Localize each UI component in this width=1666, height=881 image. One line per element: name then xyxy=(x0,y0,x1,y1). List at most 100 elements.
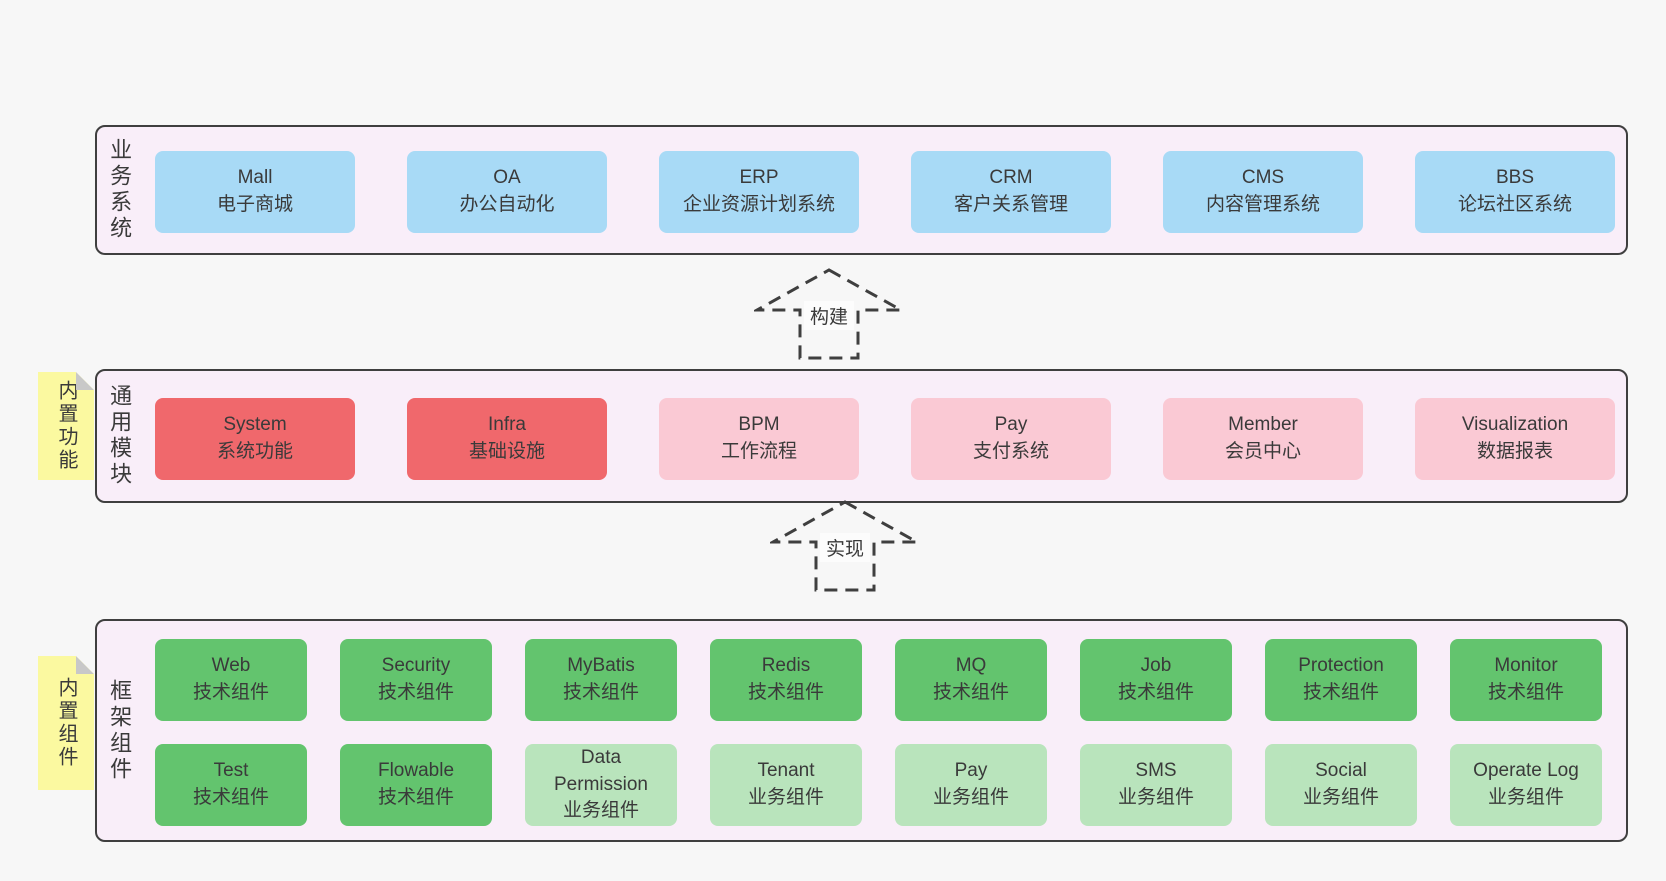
node-subtitle: 业务组件 xyxy=(1302,787,1379,808)
node-security: Security 技术组件 xyxy=(340,639,492,721)
node-subtitle: 办公自动化 xyxy=(459,194,555,215)
implement-arrow-label: 实现 xyxy=(819,533,871,562)
node-subtitle: 业务组件 xyxy=(562,800,639,822)
node-title: Member xyxy=(1228,414,1298,436)
band-framework-components: 框架组件 Web 技术组件 Security 技术组件 MyBatis 技术组件… xyxy=(95,619,1628,842)
node-mq: MQ 技术组件 xyxy=(895,639,1047,721)
node-title: CRM xyxy=(989,167,1033,189)
node-subtitle: 会员中心 xyxy=(1224,441,1301,462)
framework-row-2: Test 技术组件 Flowable 技术组件 Data Permission … xyxy=(155,744,1602,826)
node-flowable: Flowable 技术组件 xyxy=(340,744,492,826)
node-web: Web 技术组件 xyxy=(155,639,307,721)
node-title: MyBatis xyxy=(567,655,635,677)
node-title: Web xyxy=(211,655,251,677)
node-subtitle: 系统功能 xyxy=(216,441,293,462)
node-operate-log: Operate Log 业务组件 xyxy=(1450,744,1602,826)
node-pay-component: Pay 业务组件 xyxy=(895,744,1047,826)
node-title: Infra xyxy=(487,414,527,436)
node-mybatis: MyBatis 技术组件 xyxy=(525,639,677,721)
sticky-label: 内置组件 xyxy=(55,677,77,769)
node-crm: CRM 客户关系管理 xyxy=(911,151,1111,233)
band-label-framework-components: 框架组件 xyxy=(107,678,133,783)
node-title: Operate Log xyxy=(1473,760,1579,782)
node-subtitle: 工作流程 xyxy=(720,441,797,462)
node-subtitle: 业务组件 xyxy=(747,787,824,808)
node-subtitle: 技术组件 xyxy=(562,682,639,703)
node-subtitle: 技术组件 xyxy=(932,682,1009,703)
node-title: Pay xyxy=(994,414,1028,436)
node-job: Job 技术组件 xyxy=(1080,639,1232,721)
node-title: Security xyxy=(381,655,451,677)
node-title: Flowable xyxy=(377,760,455,782)
node-tenant: Tenant 业务组件 xyxy=(710,744,862,826)
build-arrow: 构建 xyxy=(754,266,904,362)
node-monitor: Monitor 技术组件 xyxy=(1450,639,1602,721)
node-subtitle: 技术组件 xyxy=(192,682,269,703)
node-subtitle: 技术组件 xyxy=(1302,682,1379,703)
node-bpm: BPM 工作流程 xyxy=(659,398,859,480)
node-subtitle: 技术组件 xyxy=(377,787,454,808)
sticky-note-built-in-features: 内置功能 xyxy=(38,372,94,480)
node-title: Job xyxy=(1140,655,1172,677)
node-subtitle: 业务组件 xyxy=(932,787,1009,808)
business-systems-row: Mall 电子商城 OA 办公自动化 ERP 企业资源计划系统 CRM 客户关系… xyxy=(155,151,1615,233)
node-test: Test 技术组件 xyxy=(155,744,307,826)
node-infra: Infra 基础设施 xyxy=(407,398,607,480)
node-title: Mall xyxy=(237,167,273,189)
node-title: SMS xyxy=(1135,760,1177,782)
node-title: BBS xyxy=(1495,167,1535,189)
node-title: MQ xyxy=(955,655,987,677)
node-subtitle: 技术组件 xyxy=(192,787,269,808)
node-social: Social 业务组件 xyxy=(1265,744,1417,826)
node-subtitle: 技术组件 xyxy=(1487,682,1564,703)
node-title: Tenant xyxy=(757,760,815,782)
node-bbs: BBS 论坛社区系统 xyxy=(1415,151,1615,233)
node-sms: SMS 业务组件 xyxy=(1080,744,1232,826)
node-title: ERP xyxy=(739,167,779,189)
up-arrow-icon xyxy=(754,268,904,360)
node-title: BPM xyxy=(738,414,780,436)
node-title: Visualization xyxy=(1461,414,1569,436)
band-label-common-modules: 通用模块 xyxy=(107,384,133,488)
node-subtitle: 技术组件 xyxy=(747,682,824,703)
node-visualization: Visualization 数据报表 xyxy=(1415,398,1615,480)
node-title: Data Permission xyxy=(554,746,648,795)
node-subtitle: 企业资源计划系统 xyxy=(682,194,835,215)
node-subtitle: 内容管理系统 xyxy=(1205,194,1320,215)
node-subtitle: 业务组件 xyxy=(1487,787,1564,808)
node-title: Monitor xyxy=(1494,655,1558,677)
common-modules-row: System 系统功能 Infra 基础设施 BPM 工作流程 Pay 支付系统… xyxy=(155,398,1615,480)
node-title: Redis xyxy=(761,655,811,677)
node-title: CMS xyxy=(1241,167,1285,189)
node-subtitle: 论坛社区系统 xyxy=(1457,194,1572,215)
node-subtitle: 业务组件 xyxy=(1117,787,1194,808)
implement-arrow: 实现 xyxy=(770,498,920,594)
node-subtitle: 基础设施 xyxy=(468,441,545,462)
node-title: Social xyxy=(1315,760,1367,782)
node-erp: ERP 企业资源计划系统 xyxy=(659,151,859,233)
node-redis: Redis 技术组件 xyxy=(710,639,862,721)
node-member: Member 会员中心 xyxy=(1163,398,1363,480)
node-subtitle: 客户关系管理 xyxy=(953,194,1068,215)
node-title: OA xyxy=(493,167,521,189)
node-oa: OA 办公自动化 xyxy=(407,151,607,233)
node-title: Protection xyxy=(1298,655,1384,677)
node-data-permission: Data Permission 业务组件 xyxy=(525,744,677,826)
node-subtitle: 数据报表 xyxy=(1476,441,1553,462)
node-subtitle: 支付系统 xyxy=(972,441,1049,462)
node-subtitle: 技术组件 xyxy=(377,682,454,703)
up-arrow-icon xyxy=(770,500,920,592)
sticky-label: 内置功能 xyxy=(55,380,77,472)
node-protection: Protection 技术组件 xyxy=(1265,639,1417,721)
node-title: System xyxy=(223,414,287,436)
node-system: System 系统功能 xyxy=(155,398,355,480)
sticky-note-built-in-components: 内置组件 xyxy=(38,656,94,790)
band-label-business-systems: 业务系统 xyxy=(107,138,133,242)
node-pay-system: Pay 支付系统 xyxy=(911,398,1111,480)
node-title: Pay xyxy=(954,760,988,782)
band-common-modules: 通用模块 System 系统功能 Infra 基础设施 BPM 工作流程 Pay… xyxy=(95,369,1628,503)
band-business-systems: 业务系统 Mall 电子商城 OA 办公自动化 ERP 企业资源计划系统 CRM… xyxy=(95,125,1628,255)
node-cms: CMS 内容管理系统 xyxy=(1163,151,1363,233)
node-title: Test xyxy=(213,760,249,782)
